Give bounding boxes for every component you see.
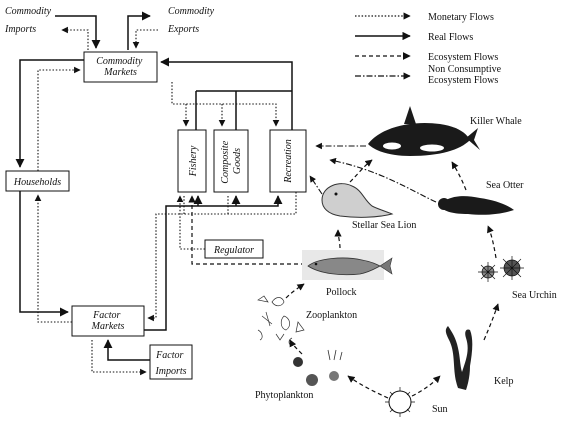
stellar-sea-lion-label: Stellar Sea Lion bbox=[352, 220, 416, 231]
kelp-icon bbox=[445, 326, 473, 390]
stellar-sea-lion-icon bbox=[321, 183, 394, 218]
households-label: Households bbox=[13, 177, 61, 188]
flow-phyto-to-zoo bbox=[289, 339, 303, 355]
legend-nonconsumptive-label: Non Consumptive Ecosystem Flows bbox=[428, 64, 504, 86]
flow-households-to-fm-real bbox=[19, 191, 69, 317]
pollock-label: Pollock bbox=[326, 287, 357, 298]
commodity-exports-line2: Exports bbox=[167, 24, 199, 35]
flow-households-to-cm-money bbox=[37, 66, 81, 171]
zooplankton-label: Zooplankton bbox=[306, 310, 357, 321]
flow-cm-to-households-real bbox=[15, 59, 84, 168]
flow-zoo-to-pollock bbox=[285, 283, 305, 299]
flow-exports-real bbox=[127, 11, 151, 50]
sun-label: Sun bbox=[432, 404, 448, 415]
sector-2-line1: Recreation bbox=[283, 139, 294, 184]
factor-imports-line1: Factor bbox=[155, 350, 183, 361]
flow-pollock-to-fishery bbox=[188, 195, 305, 265]
flow-factor-imports-real bbox=[103, 339, 150, 361]
flow-otter-to-recreation bbox=[329, 157, 437, 203]
flow-pollock-to-sealion bbox=[334, 229, 342, 249]
legend-real-label: Real Flows bbox=[428, 32, 473, 43]
sector-0-line1: Fishery bbox=[188, 145, 199, 177]
sea-otter-icon bbox=[438, 196, 514, 215]
flow-sun-to-kelp bbox=[411, 375, 441, 397]
zooplankton-icon bbox=[257, 295, 305, 347]
factor-markets-line1: Factor bbox=[92, 310, 120, 321]
factor-markets-line2: Markets bbox=[91, 321, 125, 332]
regulator-box: Regulator bbox=[204, 239, 264, 259]
pollock-icon bbox=[302, 250, 393, 280]
sea-urchin-label: Sea Urchin bbox=[512, 290, 557, 301]
commodity-exports-line1: Commodity bbox=[168, 6, 215, 17]
phytoplankton-icon bbox=[293, 349, 343, 386]
factor-markets-label: Factor Markets bbox=[91, 310, 125, 332]
flow-fm-to-sectors-real bbox=[144, 195, 283, 331]
sector-1-line1: Composite bbox=[220, 140, 231, 183]
fishery-label: Fishery bbox=[188, 145, 199, 177]
households-box: Households bbox=[5, 170, 70, 192]
flow-sealion-to-recreation bbox=[309, 175, 323, 195]
commodity-markets-label: Commodity Markets bbox=[96, 56, 145, 78]
sun-icon bbox=[385, 387, 415, 417]
phytoplankton-label: Phytoplankton bbox=[255, 390, 313, 401]
flow-factor-imports-money bbox=[91, 340, 147, 376]
legend-nonconsumptive-line2: Ecosystem Flows bbox=[428, 75, 498, 86]
commodity-imports-line1: Commodity bbox=[5, 6, 52, 17]
commodity-exports-label: Commodity Exports bbox=[167, 6, 217, 35]
recreation-label: Recreation bbox=[283, 139, 294, 184]
killer-whale-icon bbox=[368, 106, 480, 156]
flow-regulator-money bbox=[176, 195, 205, 250]
killer-whale-label: Killer Whale bbox=[470, 116, 522, 127]
sector-1-line2: Goods bbox=[232, 148, 243, 174]
flow-sealion-to-whale bbox=[349, 159, 373, 183]
legend-ecosystem-label: Ecosystem Flows bbox=[428, 52, 498, 63]
sea-urchin-icon bbox=[478, 256, 524, 282]
flow-sectors-to-fm-money bbox=[147, 192, 297, 322]
factor-imports-label: Factor Imports bbox=[154, 350, 186, 377]
flow-sun-to-phytoplankton bbox=[347, 375, 389, 399]
sea-otter-label: Sea Otter bbox=[486, 180, 524, 191]
factor-imports-box: Factor Imports bbox=[149, 344, 193, 380]
flow-otter-to-whale bbox=[451, 161, 467, 191]
flow-cm-to-sectors-money bbox=[171, 82, 280, 127]
flow-sectors-to-cm-real bbox=[160, 57, 293, 130]
regulator-label: Regulator bbox=[213, 245, 254, 256]
legend-monetary-label: Monetary Flows bbox=[428, 12, 494, 23]
flow-imports-money bbox=[61, 26, 89, 50]
fishery-box: Fishery bbox=[177, 129, 207, 193]
ecosystem-flows bbox=[285, 142, 500, 399]
commodity-markets-line2: Markets bbox=[103, 67, 137, 78]
flow-imports-real bbox=[55, 15, 101, 49]
commodity-markets-box: Commodity Markets bbox=[83, 51, 158, 83]
legend-nonconsumptive-line1: Non Consumptive bbox=[428, 64, 502, 75]
factor-imports-line2: Imports bbox=[154, 366, 186, 377]
recreation-box: Recreation bbox=[269, 129, 307, 193]
commodity-imports-label: Commodity Imports bbox=[4, 6, 54, 35]
commodity-imports-line2: Imports bbox=[4, 24, 36, 35]
flow-exports-money bbox=[132, 29, 158, 49]
commodity-markets-line1: Commodity bbox=[96, 56, 143, 67]
legend: Monetary Flows Real Flows Ecosystem Flow… bbox=[355, 12, 504, 86]
kelp-label: Kelp bbox=[494, 376, 513, 387]
factor-markets-box: Factor Markets bbox=[71, 305, 145, 337]
composite-goods-label: Composite Goods bbox=[220, 138, 243, 183]
flow-kelp-to-urchin bbox=[483, 303, 500, 341]
economy-flows bbox=[15, 11, 305, 376]
composite-goods-box: Composite Goods bbox=[213, 129, 249, 193]
flow-urchin-to-otter bbox=[487, 225, 497, 259]
flow-fm-to-households-money bbox=[34, 194, 72, 323]
